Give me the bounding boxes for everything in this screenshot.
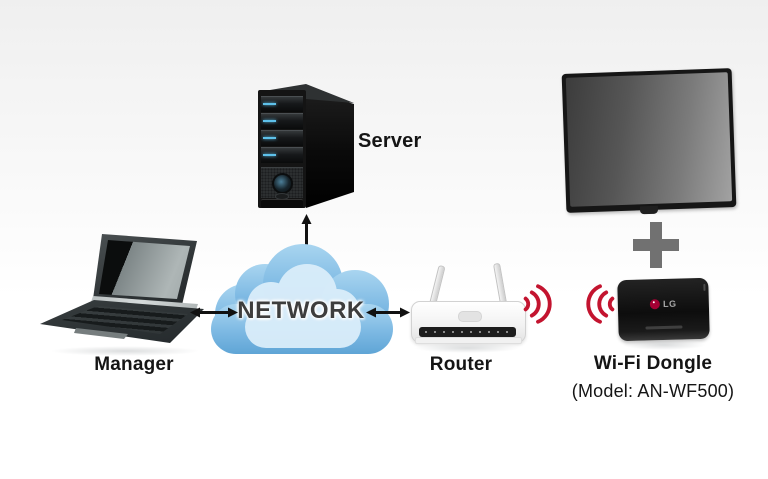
- router-logo-badge: [458, 311, 482, 322]
- dongle-notch: [703, 283, 706, 291]
- network-label: NETWORK: [237, 297, 365, 324]
- wifi-dongle-device: LG: [617, 277, 710, 342]
- server-led: [263, 154, 276, 156]
- server-label: Server: [358, 130, 422, 152]
- server-tower: [256, 82, 356, 210]
- tv-stand: [639, 205, 659, 215]
- lg-logo-circle-icon: [649, 299, 661, 310]
- manager-label: Manager: [94, 354, 174, 375]
- router-reflection: [414, 343, 520, 353]
- arrow-manager-network-icon: [190, 307, 238, 318]
- laptop-reflection: [50, 346, 200, 356]
- server-led: [263, 137, 276, 139]
- server-led: [263, 103, 276, 105]
- manager-laptop: [36, 230, 208, 352]
- router-led-strip: [419, 327, 516, 337]
- laptop-touchpad: [74, 328, 128, 339]
- router-body: [411, 301, 526, 343]
- router-device: [409, 262, 527, 345]
- wifi-dongle-model-label: (Model: AN-WF500): [571, 381, 735, 401]
- server-side-panel: [306, 90, 354, 208]
- server-bottom-trim: [261, 199, 303, 208]
- lg-logo-text: LG: [662, 298, 677, 310]
- wifi-waves-router-icon: [523, 284, 552, 324]
- plus-icon: +: [633, 222, 679, 268]
- network-cloud: [211, 244, 393, 354]
- laptop-screen: [99, 240, 190, 299]
- server-drive-bay: [261, 147, 303, 163]
- wifi-waves-dongle-icon: [586, 284, 615, 324]
- wifi-dongle-label: Wi-Fi Dongle: [593, 353, 713, 374]
- dongle-reflection: [622, 340, 706, 350]
- server-drive-bay: [261, 96, 303, 112]
- tv-screen: [565, 72, 733, 207]
- server-front-panel: [258, 90, 306, 208]
- dongle-fine-print: [645, 325, 683, 330]
- tv-display: [561, 68, 737, 213]
- lg-logo: LG: [618, 298, 709, 310]
- server-mesh-panel: [261, 167, 303, 200]
- router-label: Router: [429, 354, 493, 375]
- server-led: [263, 120, 276, 122]
- arrow-network-router-icon: [366, 307, 410, 318]
- server-drive-bay: [261, 130, 303, 146]
- server-power-button: [272, 173, 293, 194]
- server-drive-bay: [261, 113, 303, 129]
- plus-sign-text: +: [633, 222, 634, 223]
- router-base: [415, 337, 522, 344]
